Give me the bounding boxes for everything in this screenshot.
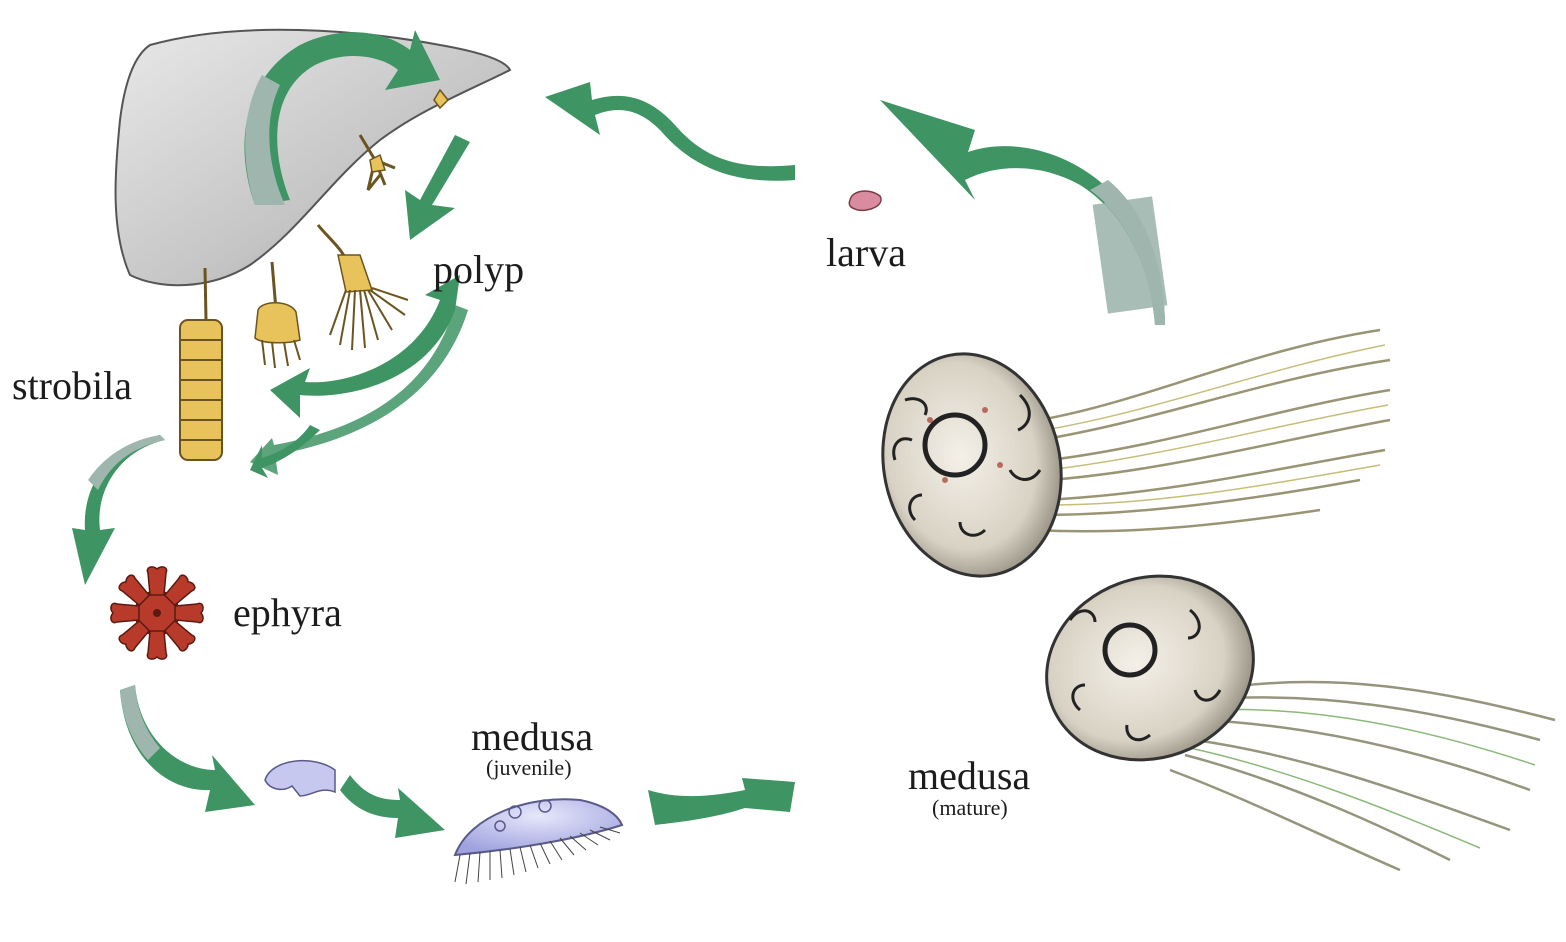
juvenile-medusa-figure: [455, 799, 622, 884]
arrow-ephyra-to-young: [120, 685, 255, 812]
strobila-figure: [180, 268, 222, 460]
arrow-larva-to-polyp: [545, 82, 795, 181]
strobila-label: strobila: [12, 362, 132, 409]
arrow-medusa-to-larva: [880, 100, 1167, 325]
larva-label: larva: [826, 229, 906, 276]
young-medusa-figure: [265, 761, 335, 796]
mature-medusa-upper: [863, 330, 1390, 593]
medusa-mature-label: medusa: [908, 752, 1030, 799]
medusa-mature-note: (mature): [932, 795, 1008, 821]
larva-figure: [849, 191, 881, 210]
medusa-juvenile-label: medusa: [471, 713, 593, 760]
ephyra-figure: [111, 567, 203, 659]
arrow-young-to-juvenile: [340, 775, 445, 838]
medusa-juvenile-note: (juvenile): [486, 755, 572, 781]
ephyra-label: ephyra: [233, 589, 342, 636]
polyp-label: polyp: [433, 246, 524, 293]
arrow-juvenile-to-mature: [648, 778, 795, 825]
mature-medusa-lower: [1021, 548, 1555, 870]
arrow-strobila-to-ephyra: [72, 435, 165, 585]
